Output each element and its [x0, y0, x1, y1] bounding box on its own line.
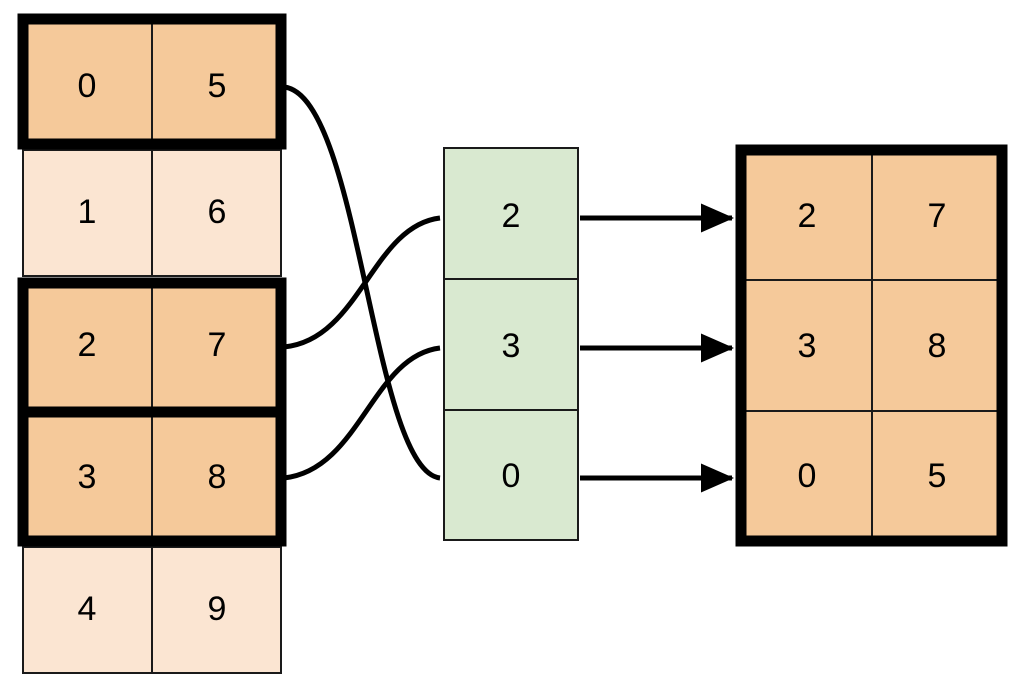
source-cell-r3-c1-value: 8	[208, 458, 227, 496]
result-cell-r2-c1[interactable]	[871, 410, 1003, 542]
connector-source-row-2-to-index-0	[283, 215, 441, 350]
source-cell-r1-c0-value: 1	[78, 193, 97, 231]
source-row-1[interactable]: 1 6	[22, 149, 282, 277]
source-cell-r4-c0[interactable]	[22, 546, 153, 674]
result-cell-r2-c1-value: 5	[928, 457, 947, 495]
result-cell-r1-c0-value: 3	[798, 327, 817, 365]
source-cell-r4-c1-value: 9	[208, 590, 227, 628]
source-cell-r4-c0-value: 4	[78, 590, 97, 628]
result-cell-r1-c1[interactable]	[871, 279, 1003, 412]
source-cell-r1-c1[interactable]	[151, 149, 282, 277]
source-row-0-highlight-outline	[17, 13, 287, 150]
source-array: 0 5 1 6 2 7 3 8	[17, 13, 287, 674]
source-cell-r2-c1[interactable]	[151, 282, 282, 410]
source-cell-r0-c0[interactable]	[22, 18, 153, 145]
source-cell-r1-c1-value: 6	[208, 193, 227, 231]
source-row-0[interactable]: 0 5	[22, 18, 282, 145]
connector-source-row-3-to-index-1	[283, 345, 441, 481]
index-array: 2 3 0	[443, 147, 579, 541]
source-cell-r2-c0-value: 2	[78, 326, 97, 364]
source-cell-r0-c1-value: 5	[208, 67, 227, 105]
source-row-4[interactable]: 4 9	[22, 546, 282, 674]
source-cell-r4-c1[interactable]	[151, 546, 282, 674]
source-cell-r3-c1[interactable]	[151, 414, 282, 542]
result-cell-r0-c1-value: 7	[928, 197, 947, 235]
source-cell-r1-c0[interactable]	[22, 149, 153, 277]
arrows-group	[580, 203, 735, 493]
index-cell-2-value: 0	[502, 457, 521, 495]
result-cell-r0-c0-value: 2	[798, 197, 817, 235]
result-array: 2 7 3 8 0 5	[735, 144, 1008, 547]
result-cell-r1-c0[interactable]	[740, 279, 873, 412]
result-cell-r2-c0[interactable]	[740, 410, 873, 542]
source-cell-r0-c1[interactable]	[151, 18, 282, 145]
index-cell-0-value: 2	[502, 197, 521, 235]
index-cell-1-value: 3	[502, 327, 521, 365]
source-row-2[interactable]: 2 7	[22, 282, 282, 410]
result-cell-r2-c0-value: 0	[798, 457, 817, 495]
index-cell-1[interactable]	[443, 278, 579, 411]
source-cell-r3-c0-value: 3	[78, 458, 97, 496]
source-row-3[interactable]: 3 8	[22, 414, 282, 542]
source-cell-r2-c1-value: 7	[208, 326, 227, 364]
index-cell-2[interactable]	[443, 409, 579, 541]
result-cell-r1-c1-value: 8	[928, 327, 947, 365]
result-table-outline	[735, 144, 1008, 547]
connectors-group	[283, 84, 441, 481]
source-cell-r0-c0-value: 0	[78, 67, 97, 105]
index-cell-0[interactable]	[443, 147, 579, 280]
